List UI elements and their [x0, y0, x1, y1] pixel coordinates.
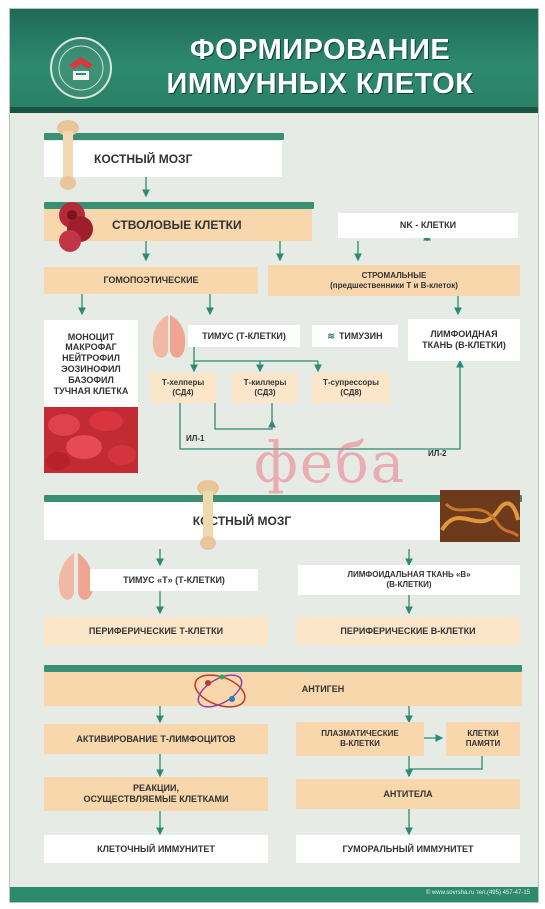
blood-cells-image — [44, 407, 138, 473]
stem-cells-image — [54, 199, 100, 255]
thymosin-box: ≋ ТИМУЗИН — [312, 325, 398, 347]
cellular-immunity-box: КЛЕТОЧНЫЙ ИММУНИТЕТ — [44, 835, 268, 863]
footer-bar: © www.sovrsha.ru тел.(495) 457-47-15 — [10, 887, 538, 902]
t-helpers-box: Т-хелперы (СД4) — [150, 373, 216, 403]
antibodies-box: АНТИТЕЛА — [296, 779, 520, 809]
t-activation-box: АКТИВИРОВАНИЕ Т-ЛИМФОЦИТОВ — [44, 724, 268, 754]
thymus-image — [148, 311, 190, 363]
poster: ФОРМИРОВАНИЕ ИММУННЫХ КЛЕТОК — [9, 8, 539, 903]
plasma-cells-box: ПЛАЗМАТИЧЕСКИЕ В-КЛЕТКИ — [296, 722, 424, 756]
il2-label: ИЛ-2 — [428, 449, 446, 459]
bone-icon — [194, 479, 222, 553]
stromal-box: СТРОМАЛЬНЫЕ (предшественники Т и В-клето… — [268, 265, 520, 296]
il1-label: ИЛ-1 — [186, 434, 204, 444]
hemopoietic-box: ГОМОПОЭТИЧЕСКИЕ — [44, 267, 258, 294]
humoral-immunity-box: ГУМОРАЛЬНЫЙ ИММУНИТЕТ — [296, 835, 520, 863]
thymus-t-box: ТИМУС (Т-КЛЕТКИ) — [188, 325, 300, 347]
thymosin-icon: ≋ — [327, 331, 335, 342]
watermark: феба — [254, 431, 406, 496]
antigen-image — [188, 663, 252, 719]
t-suppressors-box: Т-супрессоры (СД8) — [312, 373, 390, 403]
lymph-tissue-image — [440, 490, 520, 542]
nk-cells-box: NK - КЛЕТКИ — [338, 213, 518, 238]
bone-marrow-mid-box: КОСТНЫЙ МОЗГ — [44, 502, 440, 540]
myeloid-list: МОНОЦИТ МАКРОФАГ НЕЙТРОФИЛ ЭОЗИНОФИЛ БАЗ… — [44, 320, 138, 408]
peripheral-t-box: ПЕРИФЕРИЧЕСКИЕ Т-КЛЕТКИ — [44, 617, 268, 645]
lymphoid-b2-box: ЛИМФОИДАЛЬНАЯ ТКАНЬ «В» (В-КЛЕТКИ) — [298, 565, 520, 595]
divider-bar — [44, 665, 522, 672]
cell-reactions-box: РЕАКЦИИ, ОСУЩЕСТВЛЯЕМЫЕ КЛЕТКАМИ — [44, 777, 268, 811]
memory-cells-box: КЛЕТКИ ПАМЯТИ — [446, 722, 520, 756]
lymphoid-b-box: ЛИМФОИДНАЯ ТКАНЬ (В-КЛЕТКИ) — [408, 319, 520, 361]
antigen-box: АНТИГЕН — [44, 672, 522, 706]
thymus-t2-box: ТИМУС «Т» (Т-КЛЕТКИ) — [90, 569, 258, 591]
bone-icon — [54, 119, 82, 193]
t-killers-box: Т-киллеры (СД3) — [232, 373, 298, 403]
footer-text: © www.sovrsha.ru тел.(495) 457-47-15 — [426, 890, 530, 896]
peripheral-b-box: ПЕРИФЕРИЧЕСКИЕ В-КЛЕТКИ — [296, 617, 520, 645]
